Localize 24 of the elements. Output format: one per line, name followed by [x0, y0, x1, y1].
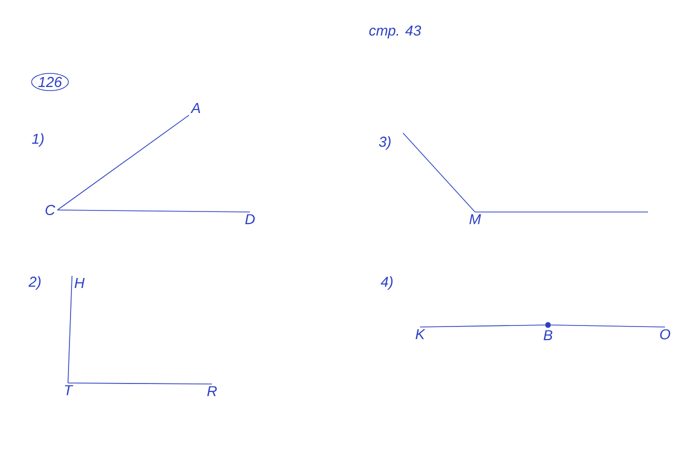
handwritten-label: 3) — [378, 136, 391, 150]
ray-line — [402, 132, 476, 212]
point-label: T — [64, 385, 74, 396]
handwritten-label: 1) — [32, 133, 44, 147]
handwritten-label: стр. 43 — [369, 25, 422, 39]
handwritten-label: 2) — [28, 276, 41, 290]
point-label: A — [190, 103, 200, 113]
ray-line — [57, 210, 250, 212]
marked-point: B — [544, 322, 552, 340]
ray-line — [57, 114, 190, 210]
point-label: M — [469, 214, 481, 224]
point-label: H — [74, 278, 85, 288]
circled-number: 126 — [31, 72, 69, 92]
ray-line — [550, 324, 666, 328]
ray-line — [68, 275, 72, 384]
ray-line — [420, 324, 546, 328]
point-label: K — [416, 329, 426, 340]
point-label: R — [207, 386, 217, 396]
point-label: C — [46, 204, 56, 216]
node-label: B — [544, 330, 552, 340]
ray-line — [68, 382, 212, 384]
handwritten-label: 4) — [380, 276, 393, 290]
point-label: D — [245, 214, 255, 224]
point-label: O — [660, 329, 670, 340]
